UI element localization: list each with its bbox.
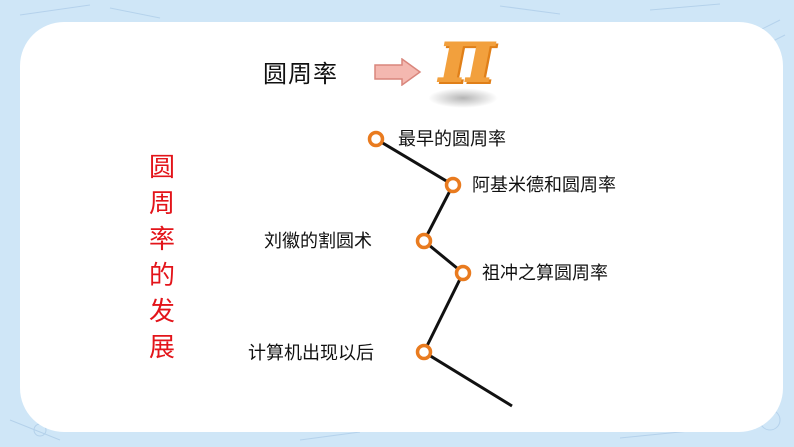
side-title-char: 展 bbox=[148, 333, 175, 363]
content-card bbox=[20, 22, 783, 432]
timeline-node bbox=[367, 130, 385, 148]
right-arrow-icon bbox=[374, 58, 422, 86]
timeline-label: 阿基米德和圆周率 bbox=[472, 175, 616, 196]
timeline-label: 祖冲之算圆周率 bbox=[482, 263, 608, 284]
side-title-char: 周 bbox=[148, 189, 175, 219]
pi-shadow bbox=[428, 88, 498, 108]
side-title-char: 的 bbox=[148, 261, 175, 291]
timeline-label: 刘徽的割圆术 bbox=[264, 231, 372, 252]
timeline-node bbox=[454, 264, 472, 282]
side-title-char: 圆 bbox=[148, 153, 175, 183]
pi-logo: π bbox=[418, 10, 528, 118]
timeline-path bbox=[375, 137, 513, 408]
timeline-node bbox=[415, 232, 433, 250]
timeline-node bbox=[444, 176, 462, 194]
timeline-label: 计算机出现以后 bbox=[248, 343, 374, 364]
side-title: 圆 周 率 的 发 展 bbox=[145, 150, 179, 366]
timeline-node bbox=[415, 343, 433, 361]
timeline-label: 最早的圆周率 bbox=[398, 129, 506, 150]
side-title-char: 发 bbox=[148, 297, 175, 327]
page-title: 圆周率 bbox=[263, 60, 338, 88]
side-title-char: 率 bbox=[148, 225, 175, 255]
pi-symbol: π bbox=[438, 10, 496, 101]
